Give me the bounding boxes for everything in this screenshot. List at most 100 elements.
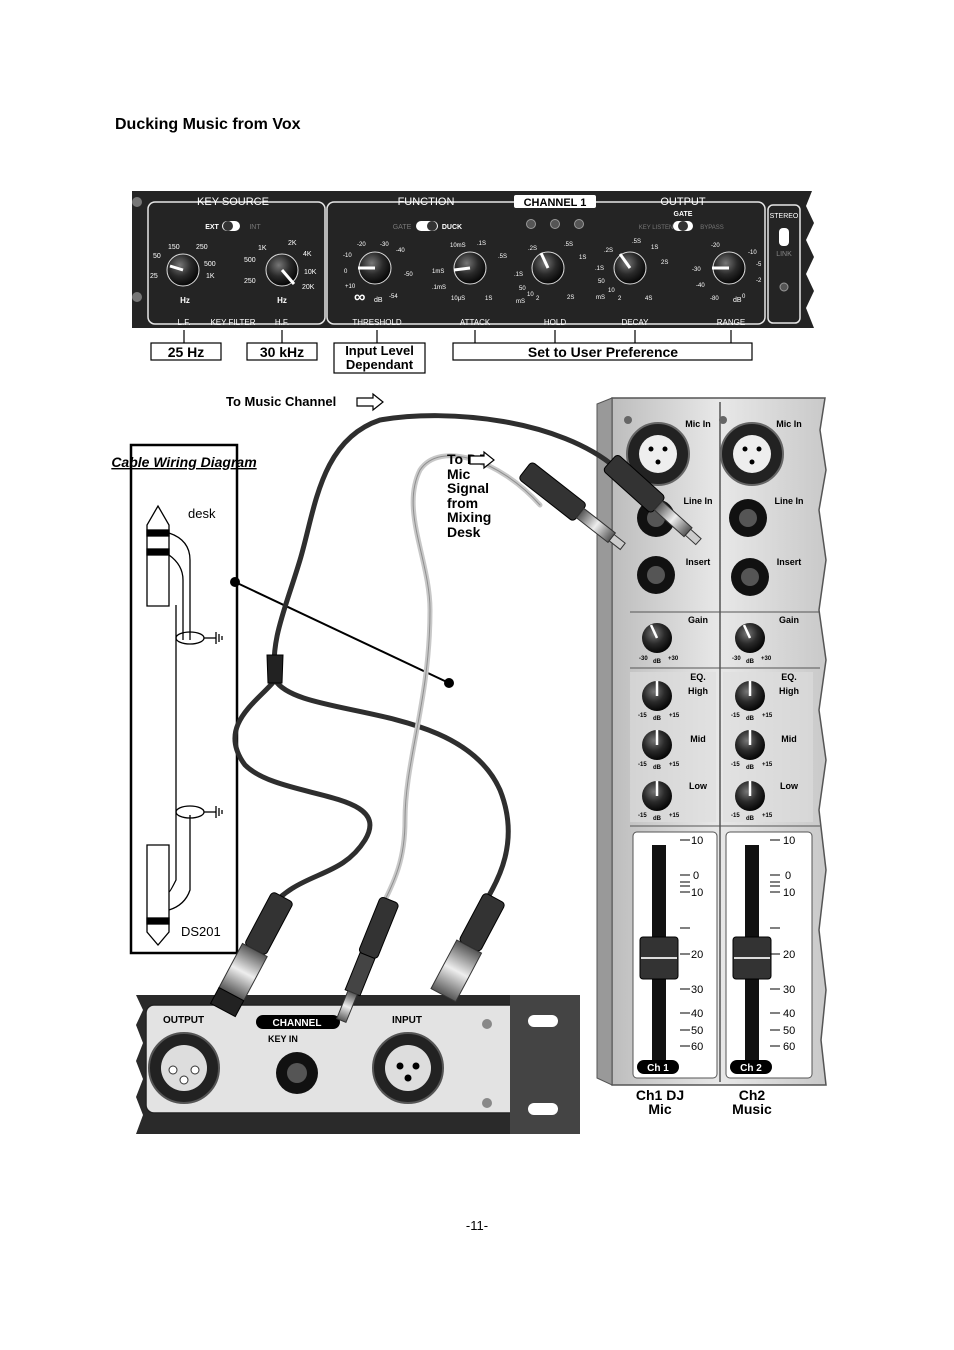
hold-label: HOLD bbox=[544, 318, 566, 327]
decay-scale: 4S bbox=[645, 296, 652, 302]
key-in-label: KEY IN bbox=[268, 1034, 298, 1044]
screw-icon bbox=[132, 292, 142, 302]
attack-scale: 10μS bbox=[451, 296, 465, 302]
fader-scale: 10 bbox=[783, 835, 795, 847]
fader-scale: 10 bbox=[691, 887, 703, 899]
eq-scale: dB bbox=[653, 716, 662, 722]
decay-knob[interactable]: .2S .5S 1S .1S 2S 50 10 mS 2 4S bbox=[595, 239, 668, 302]
threshold-knob[interactable]: -20 -30 -10 -40 0 -50 +10 -54 ∞ dB bbox=[343, 242, 413, 306]
hold-knob[interactable]: .2S .5S .1S 1S 50 10 mS 2 2S bbox=[514, 242, 586, 305]
ch2-fader-knob[interactable] bbox=[732, 936, 772, 980]
fader-scale: 60 bbox=[691, 1041, 703, 1053]
range-scale: -30 bbox=[692, 267, 701, 273]
range-scale: -10 bbox=[748, 250, 757, 256]
eq-scale: dB bbox=[746, 816, 755, 822]
ch1-low-label: Low bbox=[689, 781, 708, 791]
int-label: INT bbox=[249, 224, 261, 231]
function-label: FUNCTION bbox=[398, 196, 455, 208]
threshold-scale: -20 bbox=[357, 242, 366, 248]
gain-scale: -30 bbox=[639, 656, 648, 662]
eq-scale: -15 bbox=[638, 713, 647, 719]
ch1-eq-mid-knob[interactable] bbox=[642, 730, 672, 760]
range-scale: -5 bbox=[756, 262, 762, 268]
wiring-title: Cable Wiring Diagram bbox=[111, 454, 256, 470]
fader-scale: 0 bbox=[785, 870, 791, 882]
eq-scale: dB bbox=[746, 716, 755, 722]
hf-label: H.F. bbox=[275, 318, 289, 327]
gate-option-label: GATE bbox=[393, 224, 412, 231]
gain-scale: dB bbox=[746, 659, 755, 665]
led-indicator bbox=[779, 282, 789, 292]
output-label: OUTPUT bbox=[163, 1015, 204, 1026]
led-indicator bbox=[526, 219, 536, 229]
gain-scale: -30 bbox=[732, 656, 741, 662]
ch1-fader-knob[interactable] bbox=[639, 936, 679, 980]
ch2-eq-mid-knob[interactable] bbox=[735, 730, 765, 760]
decay-scale: 2S bbox=[661, 260, 668, 266]
ch2-eq-high-knob[interactable] bbox=[735, 681, 765, 711]
ch1-eq-low-knob[interactable] bbox=[642, 781, 672, 811]
ch1-eq-high-knob[interactable] bbox=[642, 681, 672, 711]
threshold-scale: -40 bbox=[396, 248, 405, 254]
threshold-scale: -50 bbox=[404, 272, 413, 278]
ch2-eq-label: EQ. bbox=[781, 672, 797, 682]
stereo-label: STEREO bbox=[770, 213, 799, 220]
page-number: -11- bbox=[465, 1218, 489, 1233]
threshold-scale: -54 bbox=[389, 294, 398, 300]
ch2-line-in-label: Line In bbox=[775, 496, 804, 506]
range-scale: -20 bbox=[711, 243, 720, 249]
key-source-label: KEY SOURCE bbox=[197, 196, 269, 208]
threshold-unit: dB bbox=[374, 297, 383, 304]
link-label: LINK bbox=[776, 251, 792, 258]
range-label: RANGE bbox=[717, 318, 745, 327]
eq-scale: -15 bbox=[731, 762, 740, 768]
ch1-mid-label: Mid bbox=[690, 734, 706, 744]
range-scale: -40 bbox=[696, 283, 705, 289]
fader-scale: 20 bbox=[691, 949, 703, 961]
eq-scale: +15 bbox=[669, 713, 680, 719]
lf-setting: 25 Hz bbox=[168, 344, 205, 360]
range-knob[interactable]: -20 -10 -30 -5 -40 -2 -80 0 dB bbox=[692, 243, 762, 304]
lf-label: L.F. bbox=[178, 318, 191, 327]
stereo-link-switch[interactable] bbox=[779, 228, 789, 246]
input-label: INPUT bbox=[392, 1015, 422, 1026]
attack-scale: 1mS bbox=[432, 269, 444, 275]
threshold-label: THRESHOLD bbox=[352, 318, 402, 327]
hold-scale: mS bbox=[516, 299, 525, 305]
ch2-eq-low-knob[interactable] bbox=[735, 781, 765, 811]
decay-scale: .1S bbox=[595, 266, 604, 272]
eq-scale: -15 bbox=[638, 762, 647, 768]
ch1-gain-label: Gain bbox=[688, 615, 708, 625]
key-filter-label: KEY FILTER bbox=[210, 318, 255, 327]
eq-scale: +15 bbox=[669, 813, 680, 819]
ch2-gain-knob[interactable] bbox=[735, 623, 765, 653]
lf-unit: Hz bbox=[180, 296, 190, 305]
fader-scale: 60 bbox=[783, 1041, 795, 1053]
duck-label: DUCK bbox=[442, 224, 462, 231]
hold-scale: 2S bbox=[567, 295, 574, 301]
attack-scale: 1S bbox=[485, 296, 492, 302]
fader-scale: 50 bbox=[783, 1025, 795, 1037]
front-panel: KEY SOURCE FUNCTION CHANNEL 1 OUTPUT EXT… bbox=[132, 191, 814, 328]
hold-scale: 50 bbox=[519, 286, 526, 292]
hold-scale: .2S bbox=[528, 246, 537, 252]
ext-label: EXT bbox=[205, 224, 219, 231]
ch1-gain-knob[interactable] bbox=[642, 623, 672, 653]
threshold-scale: -10 bbox=[343, 253, 352, 259]
decay-scale: .5S bbox=[632, 239, 641, 245]
hold-scale: 2 bbox=[536, 296, 540, 302]
eq-scale: -15 bbox=[731, 813, 740, 819]
eq-scale: -15 bbox=[638, 813, 647, 819]
ch1-line-in-label: Line In bbox=[684, 496, 713, 506]
wiring-desk-label: desk bbox=[188, 506, 216, 521]
fader-scale: 40 bbox=[691, 1008, 703, 1020]
hf-knob[interactable]: 1K 2K 500 4K 250 10K 20K Hz bbox=[244, 240, 317, 305]
rear-panel: OUTPUT CHANNEL KEY IN INPUT bbox=[136, 995, 580, 1134]
attack-knob[interactable]: 10mS .1S 1mS .5S .1mS 10μS 1S bbox=[432, 241, 507, 302]
screw-icon bbox=[482, 1019, 492, 1029]
eq-scale: -15 bbox=[731, 713, 740, 719]
ch1-insert-label: Insert bbox=[686, 557, 711, 567]
decay-scale: 1S bbox=[651, 245, 658, 251]
lf-knob[interactable]: 150 250 50 500 25 1K Hz bbox=[150, 244, 216, 305]
